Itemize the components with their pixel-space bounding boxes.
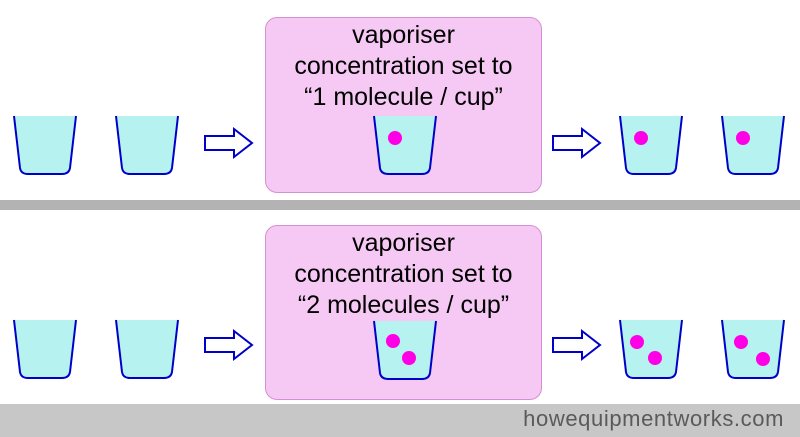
empty-cup [10, 115, 80, 175]
molecule-dot [634, 131, 648, 145]
right-arrow-icon [552, 328, 602, 362]
filled-cup [616, 115, 686, 175]
row-2-molecules: vaporiser concentration set to “2 molecu… [0, 212, 800, 412]
right-arrow-icon [204, 328, 254, 362]
vaporiser-label-line: “1 molecule / cup” [304, 83, 503, 111]
empty-cup [10, 319, 80, 379]
molecule-dot [630, 335, 644, 349]
vaporiser-label: vaporiser concentration set to “2 molecu… [266, 228, 541, 321]
filled-cup [718, 115, 788, 175]
molecule-dot [756, 352, 770, 366]
molecule-dot [386, 334, 400, 348]
row-1-molecule: vaporiser concentration set to “1 molecu… [0, 0, 800, 200]
molecule-dot [388, 131, 402, 145]
filled-cup [718, 319, 788, 379]
molecule-dot [402, 351, 416, 365]
filled-cup [616, 319, 686, 379]
empty-cup [112, 319, 182, 379]
vaporiser-label: vaporiser concentration set to “1 molecu… [266, 20, 541, 113]
vaporiser-label-line: vaporiser [352, 21, 455, 49]
molecule-dot [736, 131, 750, 145]
vaporiser-label-line: concentration set to [294, 260, 513, 288]
molecule-dot [648, 351, 662, 365]
empty-cup [112, 115, 182, 175]
footer-bar: howequipmentworks.com [0, 404, 800, 437]
vaporiser-box: vaporiser concentration set to “2 molecu… [265, 225, 542, 400]
right-arrow-icon [552, 126, 602, 160]
vaporiser-label-line: concentration set to [294, 52, 513, 80]
vaporiser-cup [370, 115, 440, 175]
right-arrow-icon [204, 126, 254, 160]
vaporiser-box: vaporiser concentration set to “1 molecu… [265, 17, 542, 193]
section-divider [0, 200, 800, 210]
molecule-dot [734, 335, 748, 349]
vaporiser-cup [370, 320, 440, 380]
vaporiser-label-line: vaporiser [352, 229, 455, 257]
vaporiser-label-line: “2 molecules / cup” [297, 291, 510, 319]
site-credit: howequipmentworks.com [523, 406, 784, 431]
